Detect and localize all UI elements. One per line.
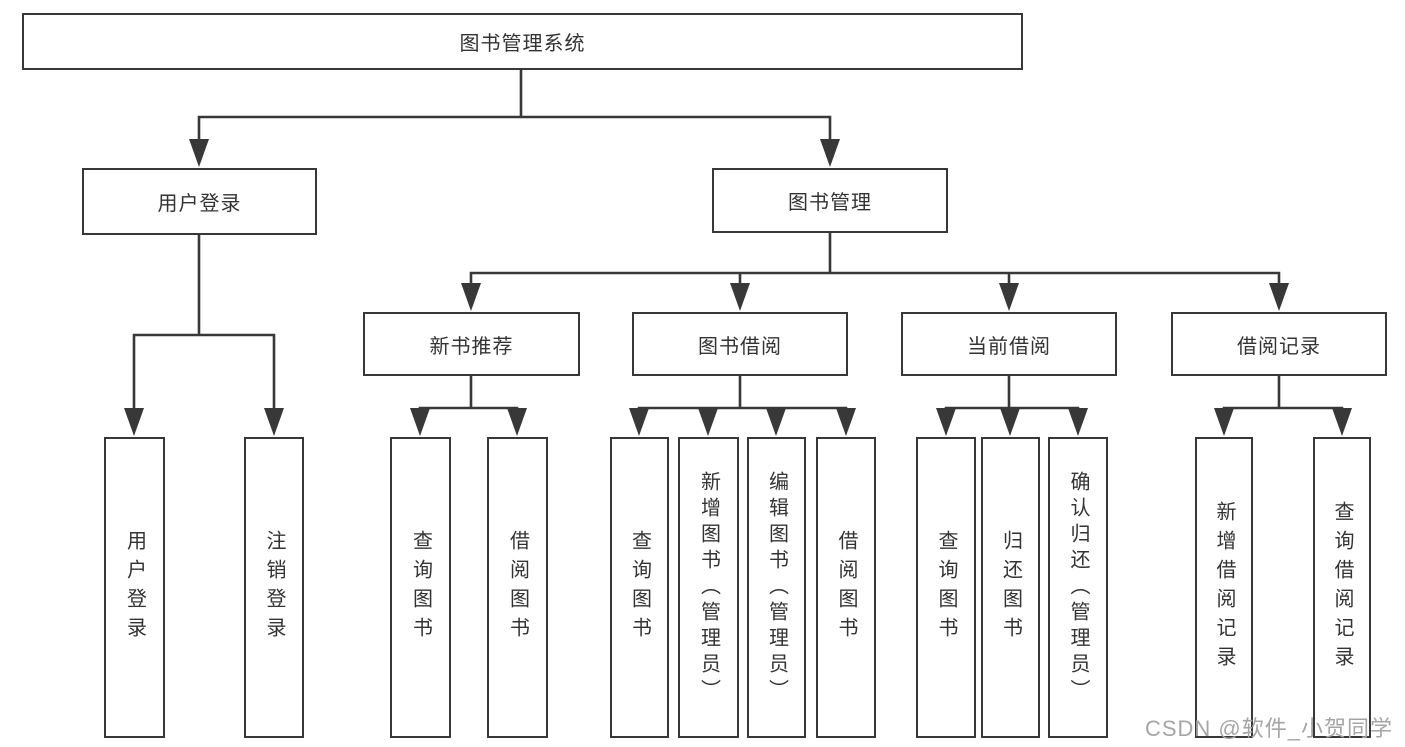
edge-borrowing-children	[637, 376, 848, 412]
node-borrowing-records: 借阅记录	[1171, 312, 1387, 376]
arrow-icon	[124, 408, 144, 436]
arrow-icon	[264, 408, 284, 436]
arrow-icon	[1332, 408, 1352, 436]
leaf-current-query-books: 查询图书	[916, 437, 976, 738]
edge-current-children	[944, 376, 1080, 412]
arrow-icon	[1068, 408, 1088, 436]
edge-root-to-level1	[197, 70, 832, 143]
arrow-icon	[1269, 283, 1289, 311]
leaf-recommend-borrow-books: 借阅图书	[487, 437, 548, 738]
edge-user-login-children	[132, 235, 276, 412]
arrow-icon	[410, 408, 430, 436]
leaf-user-login: 用户登录	[104, 437, 165, 738]
arrow-icon	[629, 408, 649, 436]
node-book-borrowing: 图书借阅	[632, 312, 848, 376]
leaf-query-borrow-record: 查询借阅记录	[1313, 437, 1371, 738]
node-current-borrowing: 当前借阅	[901, 312, 1117, 376]
arrow-icon	[730, 283, 750, 311]
edge-recommend-children	[418, 376, 519, 412]
edge-records-children	[1222, 376, 1344, 412]
leaf-confirm-return-admin: 确认归还（管理员）	[1048, 437, 1108, 738]
leaf-borrowing-borrow-books: 借阅图书	[816, 437, 876, 738]
watermark: CSDN @软件_小贺同学	[1144, 716, 1393, 741]
node-user-login: 用户登录	[82, 168, 317, 235]
node-new-book-recommendation: 新书推荐	[363, 312, 580, 376]
leaf-edit-book-admin: 编辑图书（管理员）	[747, 437, 806, 738]
arrow-icon	[461, 283, 481, 311]
arrow-icon	[1000, 408, 1020, 436]
arrow-icon	[936, 408, 956, 436]
edge-book-mgmt-children	[469, 233, 1281, 287]
leaf-add-borrow-record: 新增借阅记录	[1195, 437, 1253, 738]
arrow-icon	[698, 408, 718, 436]
leaf-return-books: 归还图书	[981, 437, 1040, 738]
node-book-management: 图书管理	[712, 168, 948, 233]
arrow-icon	[766, 408, 786, 436]
arrow-icon	[189, 139, 209, 167]
node-library-system: 图书管理系统	[22, 13, 1023, 70]
arrow-icon	[999, 283, 1019, 311]
arrow-icon	[507, 408, 527, 436]
leaf-recommend-query-books: 查询图书	[390, 437, 451, 738]
arrow-icon	[1214, 408, 1234, 436]
leaf-logout: 注销登录	[244, 437, 304, 738]
arrow-icon	[820, 139, 840, 167]
arrowheads	[124, 139, 1352, 436]
arrow-icon	[836, 408, 856, 436]
leaf-add-book-admin: 新增图书（管理员）	[678, 437, 739, 738]
leaf-borrowing-query-books: 查询图书	[610, 437, 669, 738]
